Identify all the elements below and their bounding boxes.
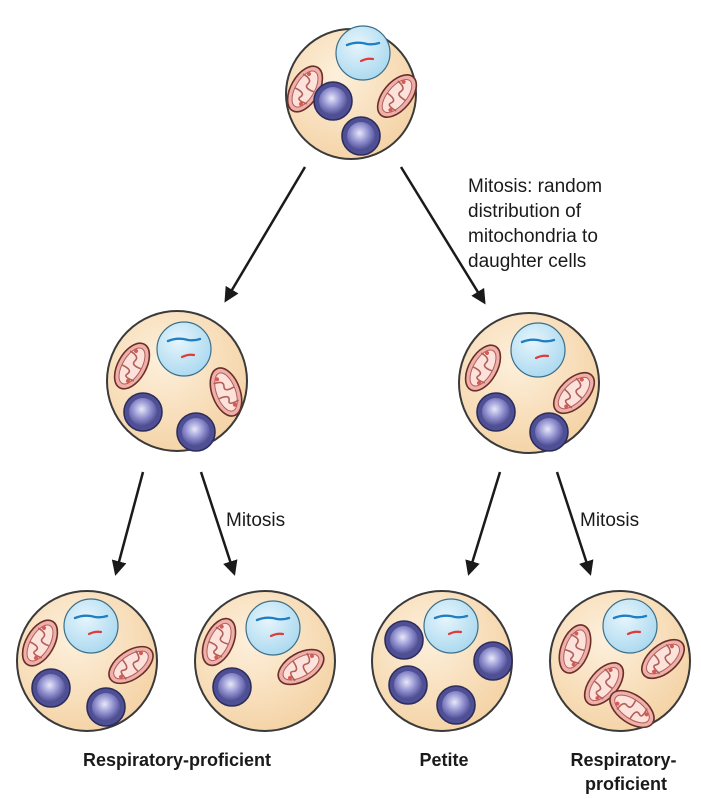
vacuole: [176, 412, 216, 452]
vacuole: [86, 687, 126, 727]
grandchild-cell-1: [14, 590, 161, 732]
arrow: [555, 471, 594, 576]
vacuole: [341, 116, 381, 156]
parent-cell: [279, 24, 425, 160]
vacuole: [388, 665, 428, 705]
caption-petite: Petite: [419, 750, 468, 770]
vacuole: [436, 685, 476, 725]
daughter-cell-right: [457, 312, 603, 454]
vacuole: [123, 392, 163, 432]
vacuole: [313, 81, 353, 121]
vacuole: [212, 667, 252, 707]
vacuole: [31, 668, 71, 708]
nucleus: [155, 320, 213, 378]
caption-respiratory-proficient-2: Respiratory- proficient: [570, 750, 681, 794]
nucleus: [601, 597, 659, 655]
vacuole: [384, 620, 424, 660]
grandchild-cell-4: [549, 590, 692, 736]
nucleus: [244, 599, 302, 657]
grandchild-cell-2: [194, 590, 336, 732]
nucleus: [334, 24, 392, 82]
mitosis-random-label: Mitosis: random distribution of mitochon…: [468, 176, 607, 272]
vacuole: [473, 641, 513, 681]
grandchild-cell-3: [371, 590, 513, 732]
caption-respiratory-proficient: Respiratory-proficient: [83, 750, 271, 770]
arrow: [465, 471, 502, 576]
nucleus: [509, 321, 567, 379]
arrow: [111, 471, 145, 576]
mitosis-label-left: Mitosis: [226, 510, 285, 531]
nucleus: [62, 597, 120, 655]
arrow-left: [224, 166, 307, 303]
nucleus: [422, 597, 480, 655]
vacuole: [476, 392, 516, 432]
arrow: [199, 471, 238, 576]
vacuole: [529, 412, 569, 452]
mitosis-label-right: Mitosis: [580, 510, 639, 531]
daughter-cell-left: [106, 310, 249, 452]
arrow-right: [399, 166, 486, 305]
